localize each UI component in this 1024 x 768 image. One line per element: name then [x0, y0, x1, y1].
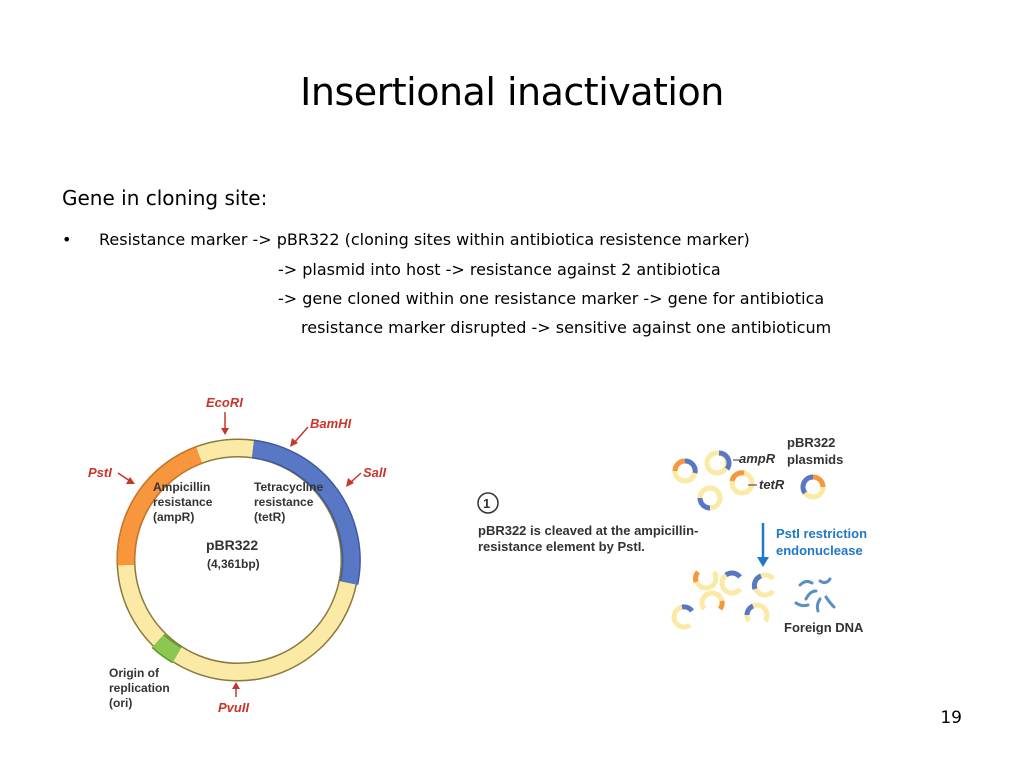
subheading: Gene in cloning site:	[62, 186, 268, 210]
svg-text:PstI restriction: PstI restriction	[776, 526, 867, 541]
svg-text:(tetR): (tetR)	[254, 510, 285, 524]
svg-text:Tetracycline: Tetracycline	[254, 480, 323, 494]
svg-text:resistance: resistance	[254, 495, 314, 509]
svg-text:Origin of: Origin of	[109, 666, 160, 680]
pvuii-marker: PvuII	[218, 682, 249, 715]
plasmid-name: pBR322	[206, 537, 258, 553]
svg-text:replication: replication	[109, 681, 170, 695]
page-number: 19	[940, 708, 962, 728]
restriction-arrow	[757, 523, 769, 567]
svg-text:EcoRI: EcoRI	[206, 395, 243, 410]
svg-text:Ampicillin: Ampicillin	[153, 480, 210, 494]
ecori-marker: EcoRI	[206, 395, 243, 435]
svg-text:PstI: PstI	[88, 465, 112, 480]
svg-text:(ampR): (ampR)	[153, 510, 194, 524]
tet-resistance-label: Tetracycline resistance (tetR)	[254, 480, 323, 524]
step-caption: pBR322 is cleaved at the ampicillin- res…	[478, 523, 698, 554]
bullet-line-4: resistance marker disrupted -> sensitive…	[301, 318, 832, 337]
slide-title: Insertional inactivation	[300, 70, 724, 114]
bullet-dot: •	[62, 230, 72, 249]
svg-text:pBR322: pBR322	[787, 435, 835, 450]
bullet-line-2: -> plasmid into host -> resistance again…	[278, 260, 721, 279]
ori-label: Origin of replication (ori)	[109, 666, 170, 710]
tetr-label: tetR	[759, 477, 785, 492]
svg-text:ampR: ampR	[739, 451, 776, 466]
svg-text:plasmids: plasmids	[787, 452, 843, 467]
svg-text:pBR322 is cleaved at the ampic: pBR322 is cleaved at the ampicillin-	[478, 523, 698, 538]
svg-text:endonuclease: endonuclease	[776, 543, 863, 558]
cleavage-panel-figure: 1 pBR322 is cleaved at the ampicillin- r…	[477, 435, 867, 635]
svg-text:PvuII: PvuII	[218, 700, 249, 715]
svg-text:1: 1	[483, 496, 490, 511]
foreign-dna-fragments	[794, 577, 836, 613]
svg-text:tetR: tetR	[759, 477, 785, 492]
plasmid-map-figure: EcoRI BamHI SalI PstI PvuII Ampicillin r…	[88, 395, 387, 715]
psti-marker: PstI	[88, 465, 135, 484]
svg-text:Foreign DNA: Foreign DNA	[784, 620, 864, 635]
plasmids-label: pBR322 plasmids	[787, 435, 843, 467]
foreign-dna-label: Foreign DNA	[784, 620, 864, 635]
bullet-line-3: -> gene cloned within one resistance mar…	[278, 289, 825, 308]
bullet-line-1: Resistance marker -> pBR322 (cloning sit…	[99, 230, 750, 249]
sali-marker: SalI	[346, 465, 387, 487]
svg-text:(ori): (ori)	[109, 696, 132, 710]
enzyme-label: PstI restriction endonuclease	[776, 526, 867, 558]
bamhi-marker: BamHI	[290, 416, 352, 447]
svg-text:BamHI: BamHI	[310, 416, 352, 431]
svg-text:resistance: resistance	[153, 495, 213, 509]
svg-text:resistance element by PstI.: resistance element by PstI.	[478, 539, 645, 554]
plasmid-size: (4,361bp)	[207, 557, 260, 571]
svg-text:SalI: SalI	[363, 465, 387, 480]
step-number-badge: 1	[477, 492, 499, 514]
ampr-label: ampR	[739, 451, 776, 466]
amp-resistance-label: Ampicillin resistance (ampR)	[153, 480, 213, 524]
intact-plasmids	[672, 450, 826, 511]
cut-plasmids	[671, 570, 775, 630]
